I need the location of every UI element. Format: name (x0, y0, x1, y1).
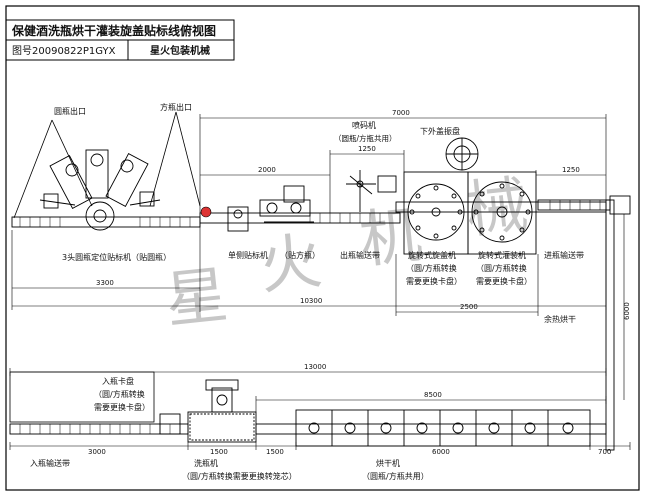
dryer-label-2: （圆瓶/方瓶共用） (362, 471, 429, 481)
svg-text:火: 火 (256, 224, 325, 303)
dim-6000-vertical: 6000 (623, 302, 631, 320)
sensor-marker (200, 206, 212, 218)
right-vertical-conveyor (605, 195, 631, 451)
lower-dimension-lines (9, 368, 631, 450)
title-block: 保健酒洗瓶烘干灌装旋盖贴标线俯视图 图号20090822P1GYX 星火包装机械 (5, 19, 235, 61)
watermark: 星 火 机 械 (162, 168, 531, 337)
company-name: 星火包装机械 (150, 44, 210, 57)
bottle-washer (159, 379, 257, 443)
washer-label-2: （圆/方瓶转换需要更换转笼芯） (182, 471, 297, 481)
drawing-number: 图号20090822P1GYX (12, 45, 116, 57)
dim-13000: 13000 (304, 363, 326, 371)
cap-tray-label: 下外盖振盘 (420, 126, 460, 136)
dim-8500: 8500 (424, 391, 442, 399)
dim-1500-b: 1500 (266, 448, 284, 456)
infeed-bottom-label: 入瓶输送带 (30, 458, 70, 468)
filler-label-1: 旋转式灌装机 (478, 250, 526, 260)
capper-label-3: 需要更换卡盘） (406, 276, 462, 286)
single-side-labeler (227, 185, 314, 232)
title-text: 保健酒洗瓶烘干灌装旋盖贴标线俯视图 (11, 23, 216, 38)
dim-6000-bottom: 6000 (432, 448, 450, 456)
dim-3000: 3000 (88, 448, 106, 456)
coder-sublabel: （圆瓶/方瓶共用） (334, 133, 397, 143)
coder-label: 喷码机 (352, 120, 376, 130)
outlet-arrows (13, 111, 201, 219)
capper-label-2: （圆/方瓶转换 (406, 263, 457, 273)
dim-700: 700 (598, 448, 611, 456)
dim-1250-right: 1250 (562, 166, 580, 174)
dim-1250-top: 1250 (358, 145, 376, 153)
drawing-border (5, 5, 640, 491)
infeed-right-label: 进瓶输送带 (544, 250, 584, 260)
filler-label-3: 需要更换卡盘） (476, 276, 532, 286)
svg-text:星: 星 (162, 258, 231, 337)
three-head-labeler (39, 149, 161, 231)
dryer-label-1: 烘干机 (376, 458, 400, 468)
labeler1-label: 单侧贴标机 (228, 250, 268, 260)
dim-2000: 2000 (258, 166, 276, 174)
washer-label-1: 洗瓶机 (194, 458, 218, 468)
lower-conveyor (9, 423, 607, 435)
capper-turret (403, 171, 469, 255)
dim-2500: 2500 (460, 303, 478, 311)
dryer-tunnel (295, 409, 591, 447)
round-outlet-label: 圆瓶出口 (54, 106, 86, 116)
filler-label-2: （圆/方瓶转换 (476, 263, 527, 273)
infeed-label-2: （圆/方瓶转换 (94, 389, 145, 399)
cap-vibratory-tray (445, 137, 479, 171)
labeler3-label: 3头圆瓶定位贴标机（贴圆瓶） (62, 252, 171, 262)
capper-label-1: 旋转式旋盖机 (408, 250, 456, 260)
infeed-label-1: 入瓶卡盘 (102, 376, 134, 386)
conveyor-rollers (19, 200, 601, 227)
square-outlet-label: 方瓶出口 (160, 102, 192, 112)
infeed-label-3: 需要更换卡盘） (94, 402, 150, 412)
dim-3300: 3300 (96, 279, 114, 287)
lower-rollers (19, 424, 171, 434)
dim-7000: 7000 (392, 109, 410, 117)
filler-turret (467, 171, 537, 255)
dim-10300: 10300 (300, 297, 322, 305)
residual-heat-label: 余热烘干 (544, 314, 576, 324)
svg-text:械: 械 (462, 168, 531, 247)
coder-machine (346, 170, 397, 212)
dim-1500-a: 1500 (210, 448, 228, 456)
labeler1-sublabel: （贴方瓶） (280, 250, 320, 260)
upper-dimension-lines (11, 114, 625, 400)
exit-conveyor-label: 出瓶输送带 (340, 250, 380, 260)
